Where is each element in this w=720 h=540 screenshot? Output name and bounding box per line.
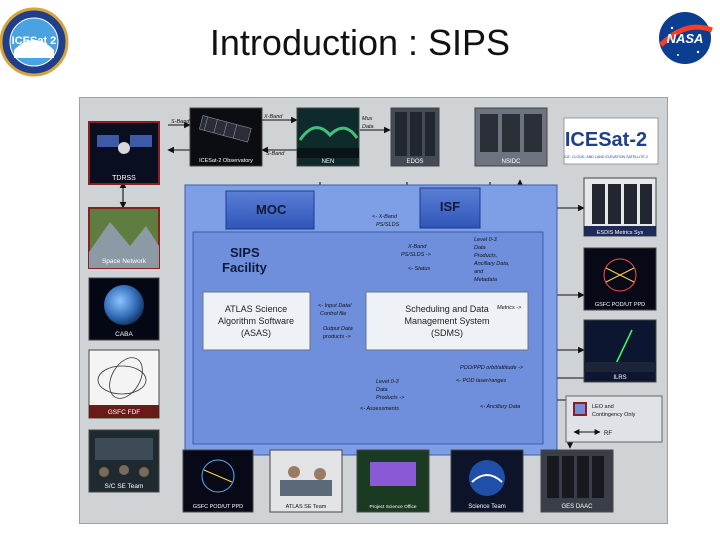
isf-box: ISF [420,188,480,228]
nasa-logo: NASA [659,12,712,64]
svg-text:Products ->: Products -> [376,395,405,401]
svg-text:NEN: NEN [322,159,335,165]
svg-text:Output Data: Output Data [323,326,353,332]
svg-text:GSFC POD/UT PPD: GSFC POD/UT PPD [193,504,243,510]
nsidc-tile: NSIDC [475,108,547,166]
svg-text:RF: RF [604,431,612,437]
gsfc-fdf-tile: GSFC FDF [89,350,159,418]
svg-text:ILRS: ILRS [613,375,626,381]
svg-text:ICESat-2 Observatory: ICESat-2 Observatory [199,158,253,164]
svg-text:S-Band: S-Band [171,119,190,125]
svg-text:Ancillary Data,: Ancillary Data, [473,261,509,267]
svg-text:(ASAS): (ASAS) [241,328,271,338]
svg-text:Products,: Products, [474,253,497,259]
svg-text:Data: Data [362,124,374,130]
svg-text:Level 0-3: Level 0-3 [376,379,400,385]
svg-text:Data: Data [376,387,388,393]
svg-text:and: and [474,269,484,275]
svg-text:X-Band: X-Band [407,244,427,250]
svg-text:Algorithm Software: Algorithm Software [218,316,294,326]
svg-text:<- X-Band: <- X-Band [372,214,398,220]
sips-label: SIPS [230,245,260,260]
ilrs-tile: ILRS [584,320,656,382]
gsfc-pod-ut-ppd-right-tile: GSFC POD/UT PPD [584,248,656,310]
svg-text:Level 0-3: Level 0-3 [474,237,498,243]
svg-text:PS/SLDS ->: PS/SLDS -> [401,252,432,258]
atlas-se-team-tile: ATLAS SE Team [270,450,342,512]
science-team-tile: Science Team [451,450,523,512]
svg-text:Contingency Only: Contingency Only [592,412,636,418]
svg-text:EDOS: EDOS [406,159,423,165]
svg-text:products ->: products -> [322,334,351,340]
icesat2-banner: ICESat-2 ICE, CLOUD, AND LAND ELEVATION … [564,118,658,164]
svg-text:TDRSS: TDRSS [112,175,136,182]
svg-text:Space Network: Space Network [102,258,147,265]
svg-text:Project Science Office: Project Science Office [369,504,416,510]
svg-text:GSFC POD/UT PPD: GSFC POD/UT PPD [595,302,645,308]
tdrss-tile: TDRSS [89,122,159,184]
svg-text:Mux: Mux [362,116,373,122]
svg-text:NASA: NASA [667,31,704,46]
svg-text:<- Input Data/: <- Input Data/ [318,303,352,309]
nen-tile: NEN [297,108,359,166]
esdis-metrics-tile: ESDIS Metrics Sys [584,178,656,236]
svg-text:LEO and: LEO and [592,404,614,410]
svg-text:Scheduling and Data: Scheduling and Data [405,304,489,314]
svg-text:Data: Data [474,245,486,251]
legend: LEO and Contingency Only RF [566,396,662,442]
icesat2-observatory-tile: ICESat-2 Observatory [190,108,262,166]
svg-text:<- Ancillary Data: <- Ancillary Data [480,404,520,410]
svg-text:S-Band: S-Band [266,151,285,157]
svg-text:ISF: ISF [440,199,460,214]
svg-text:S/C SE Team: S/C SE Team [105,483,144,490]
ges-daac-tile: GES DAAC [541,450,613,512]
svg-text:CABA: CABA [115,331,133,338]
svg-text:Science Team: Science Team [468,504,506,510]
svg-text:ICESat 2: ICESat 2 [12,35,57,47]
svg-text:X-Band: X-Band [263,114,283,120]
edos-tile: EDOS [391,108,439,166]
svg-text:Control file: Control file [320,311,346,317]
caba-tile: CABA [89,278,159,340]
svg-text:GES DAAC: GES DAAC [561,504,593,510]
svg-text:MOC: MOC [256,202,287,217]
svg-text:ICE, CLOUD, AND LAND ELEVATION: ICE, CLOUD, AND LAND ELEVATION SATELLITE… [564,155,648,159]
svg-text:ICESat-2: ICESat-2 [565,129,647,151]
facility-label: Facility [222,260,268,275]
svg-text:Management System: Management System [404,316,489,326]
svg-text:Metrics ->: Metrics -> [497,305,522,311]
svg-text:PS/SLDS: PS/SLDS [376,222,400,228]
icesat-badge-logo: ICESat 2 [1,9,67,75]
space-network-tile: Space Network [89,208,159,268]
svg-text:POD/PPD orbit/attitude ->: POD/PPD orbit/attitude -> [460,365,524,371]
svg-text:NSIDC: NSIDC [502,159,521,165]
svg-text:(SDMS): (SDMS) [431,328,463,338]
sdms-box: Scheduling and Data Management System (S… [366,292,528,350]
svg-text:<- POD laser/ranges: <- POD laser/ranges [456,378,507,384]
svg-text:ESDIS Metrics Sys: ESDIS Metrics Sys [597,230,644,236]
project-science-office-tile: Project Science Office [357,450,429,512]
svg-text:ATLAS SE Team: ATLAS SE Team [286,504,327,510]
svg-text:<- Status: <- Status [408,266,430,272]
svg-text:ATLAS Science: ATLAS Science [225,304,287,314]
gsfc-pod-ut-ppd-bottom-tile: GSFC POD/UT PPD [183,450,253,512]
moc-box: MOC [226,191,314,229]
asas-box: ATLAS Science Algorithm Software (ASAS) [203,292,310,350]
sc-se-team-tile: S/C SE Team [89,430,159,492]
svg-text:<- Assessments: <- Assessments [360,406,399,412]
svg-text:Metadata: Metadata [474,277,497,283]
svg-text:GSFC FDF: GSFC FDF [108,409,141,416]
